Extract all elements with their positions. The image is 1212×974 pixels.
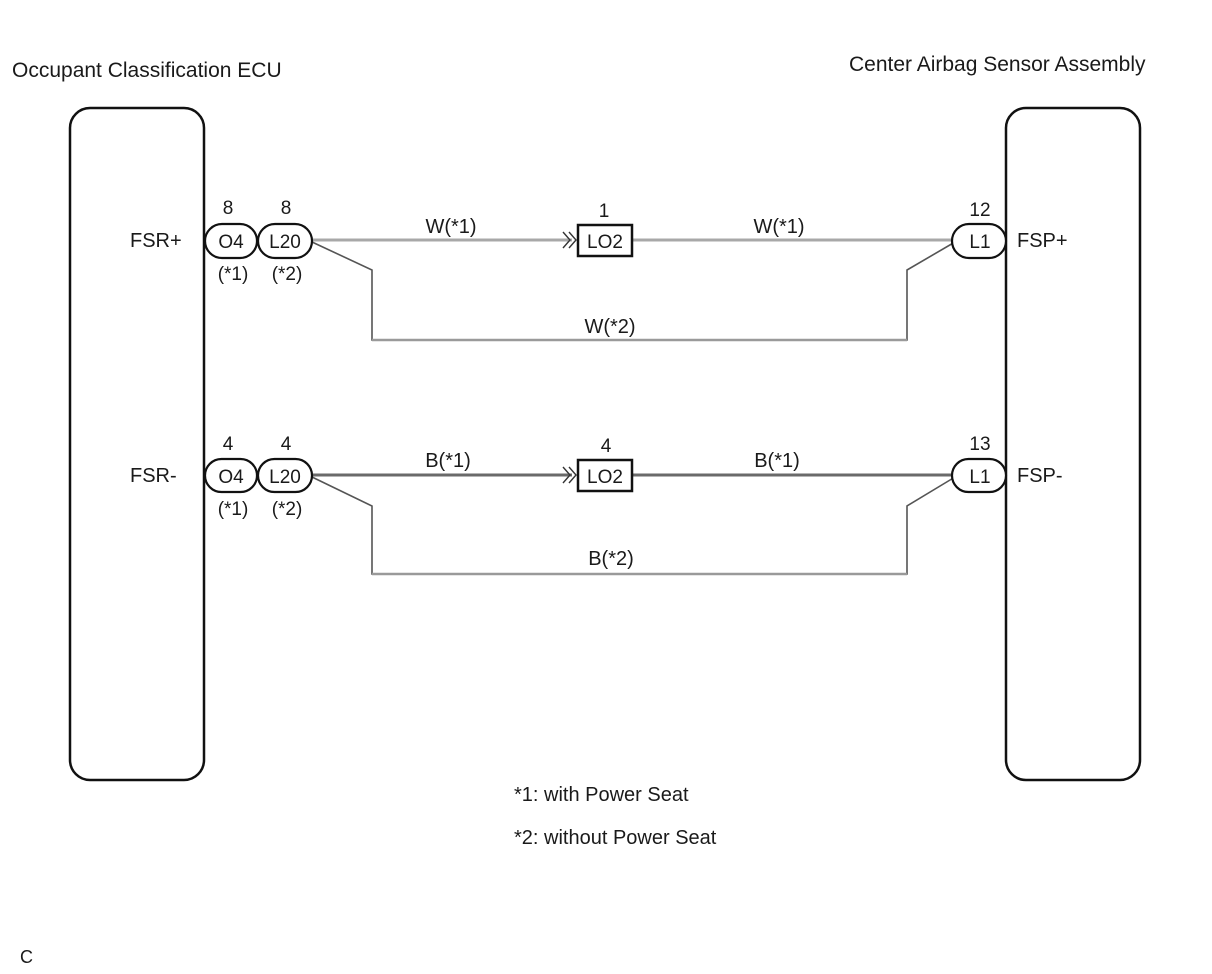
connector-o4-label: O4 [218, 232, 244, 253]
wire-label-upper-left: W(*1) [425, 216, 476, 238]
connector-l1 [950, 457, 1008, 494]
circuit-positive: FSR+ 8 O4 (*1) 8 L20 (*2) W(*1) W(*1) W(… [130, 198, 1068, 342]
wire-label-lower: W(*2) [584, 316, 635, 338]
left-component-title: Occupant Classification ECU [12, 59, 282, 82]
right-component-title: Center Airbag Sensor Assembly [849, 53, 1146, 76]
variant-o4: (*1) [218, 499, 249, 520]
pin-number-l1: 12 [969, 200, 990, 221]
variant-l20: (*2) [272, 264, 303, 285]
connector-l1-label: L1 [969, 467, 990, 488]
junction-arrow-icon [562, 231, 577, 249]
junction-pin-number: 4 [601, 436, 612, 457]
connector-l20 [256, 457, 314, 494]
connector-l20-label: L20 [269, 467, 301, 488]
junction-lo2 [576, 458, 634, 493]
footer-code: C [20, 947, 33, 967]
occupant-classification-ecu-box [68, 106, 206, 782]
terminal-fsp-minus: FSP- [1017, 465, 1063, 487]
circuit-negative: FSR- 4 O4 (*1) 4 L20 (*2) B(*1) B(*1) B(… [130, 434, 1063, 576]
junction-lo2 [576, 223, 634, 258]
pin-number-l20: 8 [281, 198, 292, 219]
connector-o4-label: O4 [218, 467, 244, 488]
terminal-fsr-minus: FSR- [130, 465, 177, 487]
junction-pin-number: 1 [599, 201, 610, 222]
connector-l1 [950, 222, 1008, 260]
connector-l1-label: L1 [969, 232, 990, 253]
variant-o4: (*1) [218, 264, 249, 285]
junction-arrow-icon [562, 466, 577, 484]
pin-number-o4: 4 [223, 434, 234, 455]
note-1: *1: with Power Seat [514, 784, 689, 806]
junction-lo2-label: LO2 [587, 232, 623, 253]
connector-l20 [256, 222, 314, 260]
wire-label-upper-right: B(*1) [754, 450, 800, 472]
pin-number-o4: 8 [223, 198, 234, 219]
center-airbag-sensor-box [1004, 106, 1142, 782]
note-2: *2: without Power Seat [514, 827, 717, 849]
connector-l20-label: L20 [269, 232, 301, 253]
wire-label-upper-right: W(*1) [753, 216, 804, 238]
variant-l20: (*2) [272, 499, 303, 520]
terminal-fsp-plus: FSP+ [1017, 230, 1068, 252]
wire-label-upper-left: B(*1) [425, 450, 471, 472]
pin-number-l20: 4 [281, 434, 292, 455]
wire-label-lower: B(*2) [588, 548, 634, 570]
junction-lo2-label: LO2 [587, 467, 623, 488]
pin-number-l1: 13 [969, 434, 990, 455]
terminal-fsr-plus: FSR+ [130, 230, 182, 252]
